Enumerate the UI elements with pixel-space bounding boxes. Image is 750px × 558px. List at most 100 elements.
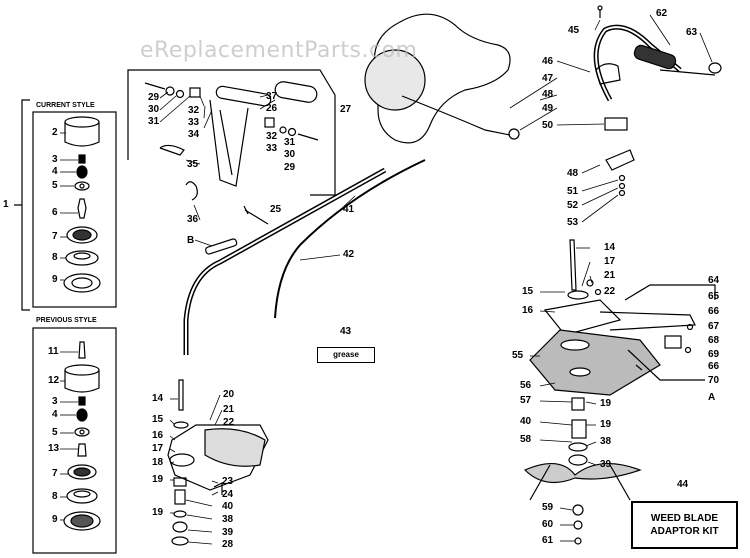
callout-32b: 32: [266, 131, 278, 142]
kit-label-line2: ADAPTOR KIT: [650, 526, 719, 537]
callout-21-blade: 21: [604, 270, 616, 281]
callout-26: 26: [266, 103, 278, 114]
callout-64: 64: [708, 275, 720, 286]
callout-2: 2: [52, 127, 58, 138]
callout-58: 58: [520, 434, 532, 445]
callout-42: 42: [343, 249, 355, 260]
callout-59: 59: [542, 502, 554, 513]
callout-63: 63: [686, 27, 698, 38]
callout-5-prev: 5: [52, 427, 58, 438]
callout-b: B: [187, 235, 195, 246]
callout-19b-blade: 19: [600, 419, 612, 430]
decal-b: [205, 238, 238, 255]
grease-tube-label: grease: [317, 347, 375, 363]
callout-7: 7: [52, 231, 58, 242]
callout-17-gear: 17: [152, 443, 164, 454]
callout-19b-gear: 19: [152, 507, 164, 518]
callout-16-blade: 16: [522, 305, 534, 316]
callout-15-gear: 15: [152, 414, 164, 425]
callout-38-gear: 38: [222, 514, 234, 525]
callout-12: 12: [48, 375, 60, 386]
callout-5: 5: [52, 180, 58, 191]
shaft-41-inner: [185, 169, 386, 355]
current-style-parts: [63, 116, 101, 293]
current-style-box: [32, 111, 117, 308]
callout-39-gear: 39: [222, 527, 234, 538]
callout-70: 70: [708, 375, 720, 386]
callout-40-blade: 40: [520, 416, 532, 427]
callout-11: 11: [48, 346, 59, 357]
previous-style-header: PREVIOUS STYLE: [36, 317, 97, 324]
callout-32a: 32: [188, 105, 200, 116]
callout-61: 61: [542, 535, 554, 546]
callout-45: 45: [568, 25, 580, 36]
callout-68: 68: [708, 335, 720, 346]
callout-8-prev: 8: [52, 491, 58, 502]
callout-40-gear: 40: [222, 501, 234, 512]
callout-25: 25: [270, 204, 282, 215]
callout-9: 9: [52, 274, 58, 285]
callout-53: 53: [567, 217, 579, 228]
callout-34: 34: [188, 129, 200, 140]
handle-assembly-parts: [144, 81, 319, 225]
callout-29a: 29: [148, 92, 160, 103]
callout-1: 1: [3, 199, 9, 210]
watermark: eReplacementParts.com: [140, 38, 418, 63]
callout-7-prev: 7: [52, 468, 58, 479]
leader-lines: [60, 14, 713, 545]
callout-62: 62: [656, 8, 668, 19]
callout-21-gear: 21: [223, 404, 235, 415]
callout-48a: 48: [542, 89, 554, 100]
callout-17-blade: 17: [604, 256, 616, 267]
callout-66b: 66: [708, 361, 720, 372]
callout-28: 28: [222, 539, 234, 550]
loop-handle: [593, 5, 722, 197]
previous-style-parts: [63, 341, 101, 531]
callout-14-gear: 14: [152, 393, 164, 404]
weed-blade-adaptor-kit-box: WEED BLADE ADAPTOR KIT: [631, 501, 738, 549]
callout-18: 18: [152, 457, 164, 468]
callout-44: 44: [677, 479, 689, 490]
callout-38-blade: 38: [600, 436, 612, 447]
callout-19a-blade: 19: [600, 398, 612, 409]
shaft-41: [183, 167, 387, 355]
callout-16-gear: 16: [152, 430, 164, 441]
callout-14-blade: 14: [604, 242, 616, 253]
gear-housing-parts: [167, 379, 269, 546]
callout-3: 3: [52, 154, 58, 165]
callout-6: 6: [52, 207, 58, 218]
callout-29b: 29: [284, 162, 296, 173]
callout-3-prev: 3: [52, 396, 58, 407]
callout-8: 8: [52, 252, 58, 263]
callout-9-prev: 9: [52, 514, 58, 525]
callout-52: 52: [567, 200, 579, 211]
callout-33b: 33: [266, 143, 278, 154]
callout-39-blade: 39: [600, 459, 612, 470]
callout-55: 55: [512, 350, 524, 361]
callout-31a: 31: [148, 116, 160, 127]
callout-67: 67: [708, 321, 720, 332]
bracket-item-1: [14, 99, 30, 311]
callout-48b: 48: [567, 168, 579, 179]
callout-51: 51: [567, 186, 579, 197]
callout-a: A: [708, 392, 716, 403]
shoulder-strap: [364, 13, 520, 144]
callout-36: 36: [187, 214, 199, 225]
callout-47: 47: [542, 73, 554, 84]
callout-66a: 66: [708, 306, 720, 317]
callout-50: 50: [542, 120, 554, 131]
previous-style-box: [32, 327, 117, 554]
callout-30b: 30: [284, 149, 296, 160]
callout-23: 23: [222, 476, 234, 487]
current-style-header: CURRENT STYLE: [36, 102, 95, 109]
weed-blade-parts: [523, 239, 716, 545]
callout-27: 27: [340, 104, 352, 115]
callout-20: 20: [223, 389, 235, 400]
callout-65: 65: [708, 291, 720, 302]
callout-35: 35: [187, 159, 199, 170]
callout-4: 4: [52, 166, 58, 177]
callout-43: 43: [340, 326, 352, 337]
callout-56: 56: [520, 380, 532, 391]
